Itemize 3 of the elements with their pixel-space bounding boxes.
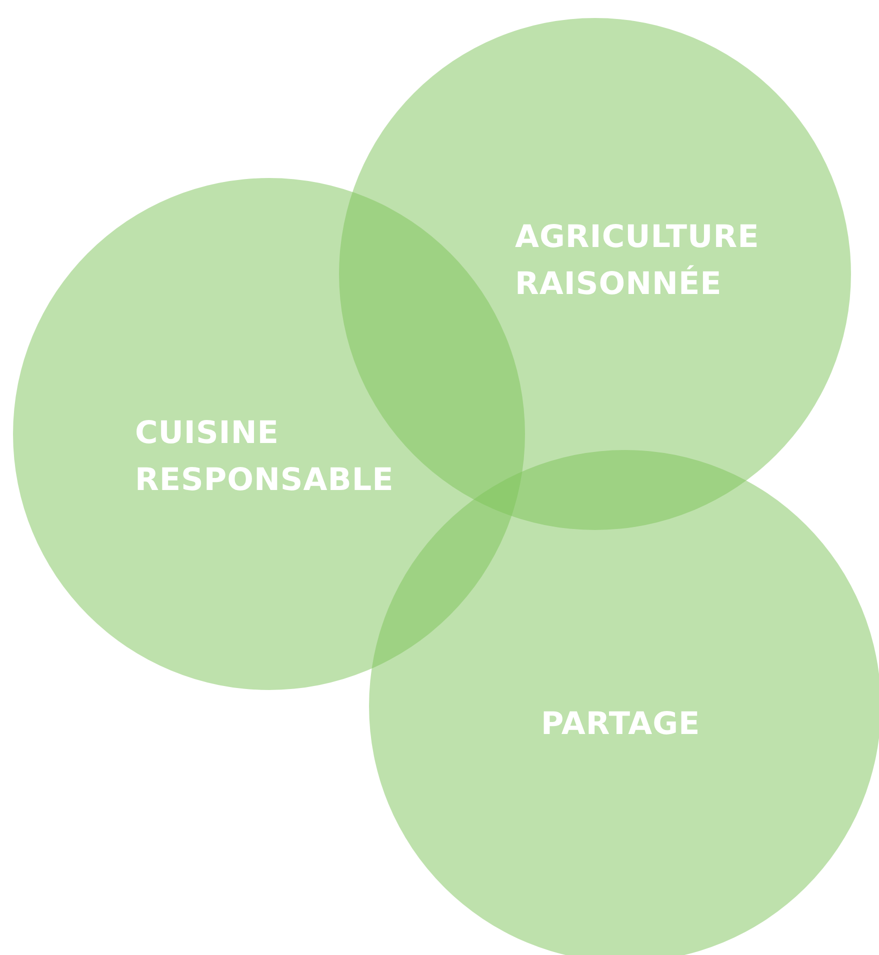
circle-label: CUISINE RESPONSABLE (135, 414, 395, 500)
circle-label: AGRICULTURE RAISONNÉE (515, 218, 760, 304)
circle-label: PARTAGE (541, 705, 702, 744)
